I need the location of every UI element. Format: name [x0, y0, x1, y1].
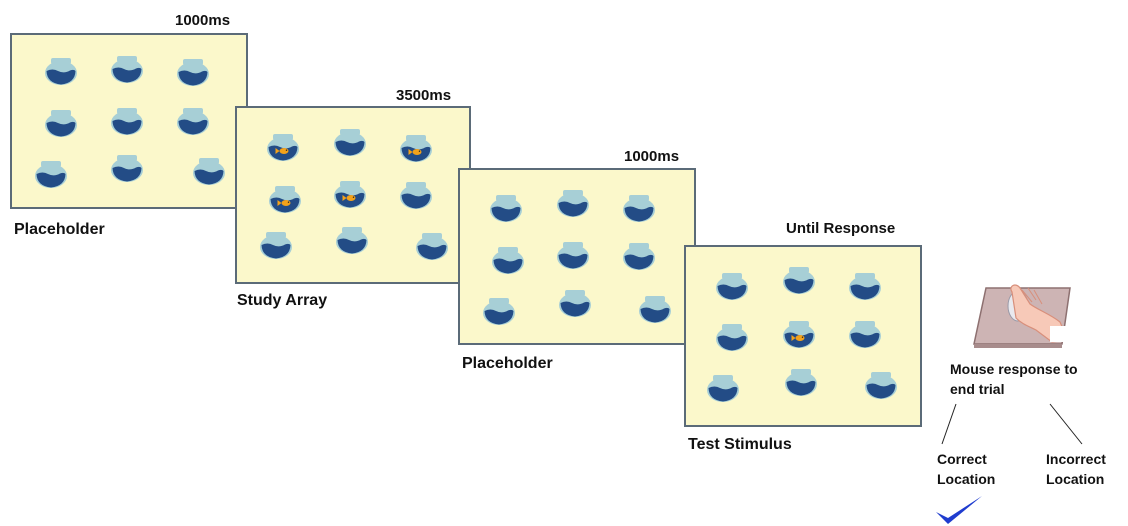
study-array-frame — [235, 106, 471, 284]
mouse-hand-icon — [973, 284, 1071, 348]
incorrect-line1: Incorrect — [1046, 451, 1106, 467]
duration-label: 3500ms — [396, 87, 452, 104]
fishbowl-with-fish-icon — [399, 133, 433, 163]
response-label-line2: end trial — [950, 381, 1005, 397]
frame-caption: Placeholder — [14, 221, 105, 238]
fishbowl-icon — [259, 230, 293, 260]
fishbowl-icon — [491, 245, 525, 275]
test-stimulus-frame — [684, 245, 922, 427]
branch-line-correct — [941, 403, 957, 445]
branch-lines — [941, 403, 1083, 445]
incorrect-line2: Location — [1046, 471, 1105, 487]
fishbowl-icon — [556, 188, 590, 218]
fishbowl-with-fish-icon — [782, 319, 816, 349]
fishbowl-icon — [784, 367, 818, 397]
fishbowl-icon — [864, 370, 898, 400]
correct-location-label: Correct Location — [937, 449, 995, 489]
fishbowl-icon — [399, 180, 433, 210]
fishbowl-icon — [556, 240, 590, 270]
fishbowl-icon — [638, 294, 672, 324]
fishbowl-icon — [848, 271, 882, 301]
fishbowl-icon — [110, 106, 144, 136]
fishbowl-icon — [558, 288, 592, 318]
response-label: Mouse response to end trial — [950, 359, 1078, 399]
duration-label: Until Response — [786, 220, 896, 237]
fishbowl-icon — [44, 108, 78, 138]
goldfish-icon — [408, 149, 422, 155]
frame-caption: Placeholder — [462, 355, 553, 372]
fishbowl-icon — [706, 373, 740, 403]
fishbowl-icon — [192, 156, 226, 186]
duration-label: 1000ms — [624, 148, 680, 165]
fishbowl-with-fish-icon — [268, 184, 302, 214]
fishbowl-with-fish-icon — [266, 132, 300, 162]
placeholder-frame — [10, 33, 248, 209]
frame-caption: Test Stimulus — [688, 436, 792, 453]
fishbowl-icon — [335, 225, 369, 255]
fishbowl-icon — [782, 265, 816, 295]
fishbowl-icon — [110, 54, 144, 84]
correct-line1: Correct — [937, 451, 987, 467]
fishbowl-icon — [489, 193, 523, 223]
checkmark-icon — [936, 496, 982, 524]
fishbowl-icon — [482, 296, 516, 326]
fishbowl-icon — [176, 57, 210, 87]
fishbowl-icon — [622, 193, 656, 223]
incorrect-location-label: Incorrect Location — [1046, 449, 1106, 489]
frame-caption: Study Array — [237, 292, 328, 309]
response-label-line1: Mouse response to — [950, 361, 1078, 377]
goldfish-icon — [277, 200, 291, 206]
fishbowl-icon — [715, 322, 749, 352]
correct-line2: Location — [937, 471, 996, 487]
fishbowl-with-fish-icon — [333, 179, 367, 209]
goldfish-icon — [342, 195, 356, 201]
fishbowl-icon — [110, 153, 144, 183]
duration-label: 1000ms — [175, 12, 231, 29]
goldfish-icon — [275, 148, 289, 154]
placeholder-frame — [458, 168, 696, 345]
fishbowl-icon — [415, 231, 449, 261]
fishbowl-icon — [622, 241, 656, 271]
fishbowl-icon — [333, 127, 367, 157]
goldfish-icon — [791, 335, 805, 341]
fishbowl-icon — [848, 319, 882, 349]
branch-line-incorrect — [1049, 403, 1083, 445]
fishbowl-icon — [44, 56, 78, 86]
fishbowl-icon — [176, 106, 210, 136]
fishbowl-icon — [34, 159, 68, 189]
fishbowl-icon — [715, 271, 749, 301]
